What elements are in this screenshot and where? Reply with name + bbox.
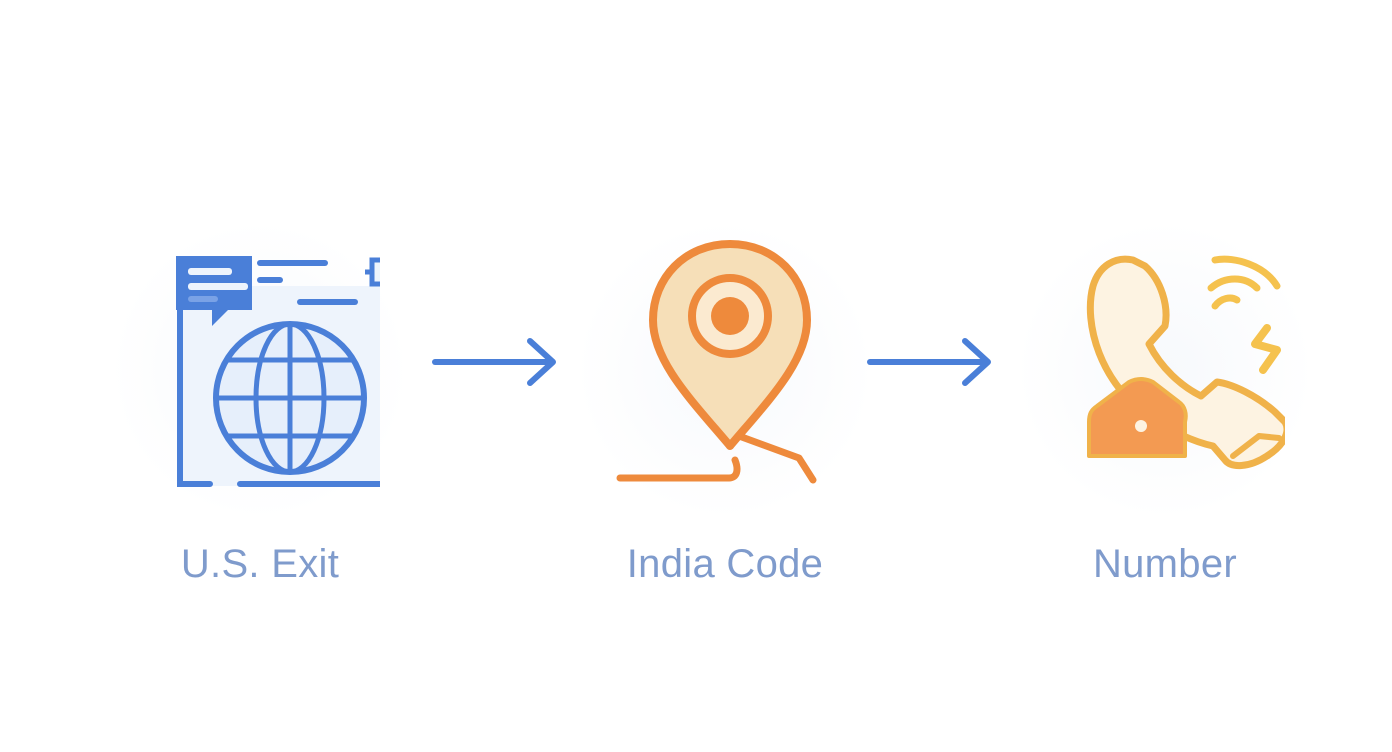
right-arrow-icon	[867, 338, 991, 386]
step-india-code: India Code	[575, 220, 875, 600]
location-pin-icon	[616, 240, 817, 484]
step-label: Number	[1092, 542, 1238, 586]
step-label: India Code	[626, 542, 824, 586]
globe-browser-icon	[176, 256, 380, 487]
phone-handset-icon	[1086, 255, 1285, 469]
step-number: Number	[1015, 220, 1315, 600]
right-arrow-icon	[432, 338, 556, 386]
step-us-exit: U.S. Exit	[110, 220, 410, 600]
step-label: U.S. Exit	[180, 542, 340, 586]
